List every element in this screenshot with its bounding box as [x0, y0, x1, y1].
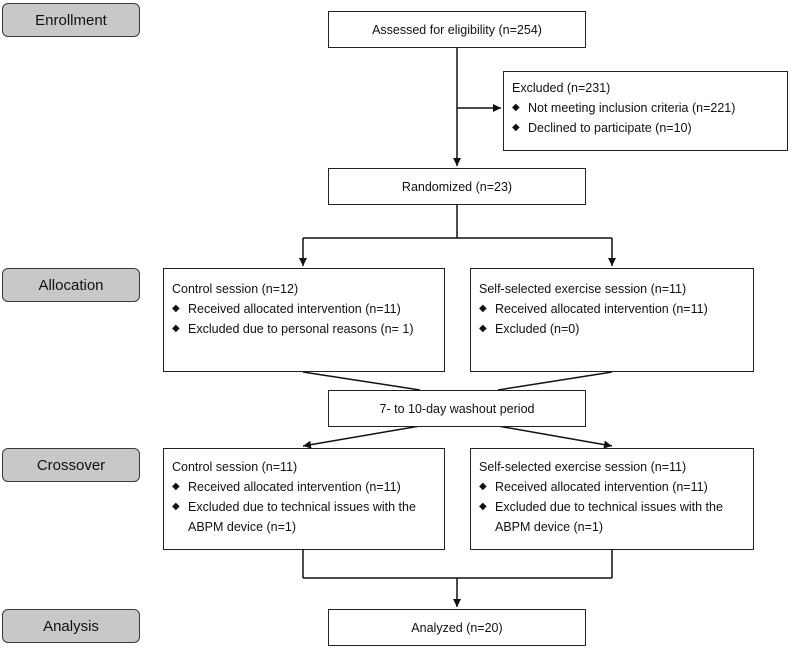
crossover-control-bullet: ◆ Excluded due to technical issues with …	[172, 497, 436, 537]
stage-allocation: Allocation	[2, 268, 140, 302]
excluded-box: Excluded (n=231) ◆ Not meeting inclusion…	[503, 71, 788, 151]
diamond-bullet-icon: ◆	[512, 122, 520, 133]
crossover-control-bullet-text: Received allocated intervention (n=11)	[188, 480, 401, 494]
allocation-exercise-bullet: ◆ Received allocated intervention (n=11)	[479, 299, 745, 319]
crossover-exercise-bullet-text: Excluded due to technical issues with th…	[495, 500, 723, 534]
diamond-bullet-icon: ◆	[479, 501, 487, 512]
analyzed-text: Analyzed (n=20)	[411, 620, 503, 635]
line-exercise-to-washout	[497, 371, 613, 391]
stage-analysis: Analysis	[2, 609, 140, 643]
allocation-control-bullet-text: Excluded due to personal reasons (n= 1)	[188, 322, 414, 336]
stage-crossover: Crossover	[2, 448, 140, 482]
allocation-control-title: Control session (n=12)	[172, 282, 299, 296]
crossover-control-bullet-text: Excluded due to technical issues with th…	[188, 500, 416, 534]
diamond-bullet-icon: ◆	[479, 323, 487, 334]
allocation-control-bullet: ◆ Received allocated intervention (n=11)	[172, 299, 436, 319]
diamond-bullet-icon: ◆	[172, 323, 180, 334]
excluded-bullet-text: Not meeting inclusion criteria (n=221)	[528, 101, 736, 115]
randomized-box: Randomized (n=23)	[328, 168, 586, 205]
arrow-washout-to-exercise-crossover	[497, 425, 613, 449]
allocation-control-box: Control session (n=12) ◆ Received alloca…	[163, 268, 445, 372]
allocation-exercise-bullet: ◆ Excluded (n=0)	[479, 319, 745, 339]
diamond-bullet-icon: ◆	[172, 501, 180, 512]
allocation-exercise-bullet-text: Received allocated intervention (n=11)	[495, 302, 708, 316]
stage-crossover-label: Crossover	[36, 456, 106, 474]
stage-enrollment-label: Enrollment	[35, 11, 107, 29]
washout-text: 7- to 10-day washout period	[379, 401, 535, 416]
diamond-bullet-icon: ◆	[512, 102, 520, 113]
crossover-control-bullet: ◆ Received allocated intervention (n=11)	[172, 477, 436, 497]
allocation-control-bullet: ◆ Excluded due to personal reasons (n= 1…	[172, 319, 436, 339]
crossover-exercise-bullet: ◆ Excluded due to technical issues with …	[479, 497, 745, 537]
allocation-exercise-box: Self-selected exercise session (n=11) ◆ …	[470, 268, 754, 372]
analyzed-box: Analyzed (n=20)	[328, 609, 586, 646]
diamond-bullet-icon: ◆	[172, 481, 180, 492]
crossover-exercise-bullet-text: Received allocated intervention (n=11)	[495, 480, 708, 494]
arrow-washout-to-control-crossover	[302, 425, 421, 449]
excluded-bullet: ◆ Declined to participate (n=10)	[512, 118, 779, 138]
stage-enrollment: Enrollment	[2, 3, 140, 37]
stage-analysis-label: Analysis	[43, 617, 99, 635]
excluded-bullet-text: Declined to participate (n=10)	[528, 121, 692, 135]
allocation-exercise-bullet-text: Excluded (n=0)	[495, 322, 580, 336]
crossover-exercise-bullet: ◆ Received allocated intervention (n=11)	[479, 477, 745, 497]
diamond-bullet-icon: ◆	[479, 303, 487, 314]
crossover-control-box: Control session (n=11) ◆ Received alloca…	[163, 448, 445, 550]
assessed-box: Assessed for eligibility (n=254)	[328, 11, 586, 48]
stage-allocation-label: Allocation	[38, 276, 104, 294]
line-control-to-washout	[302, 371, 421, 391]
allocation-exercise-title: Self-selected exercise session (n=11)	[479, 282, 687, 296]
allocation-control-bullet-text: Received allocated intervention (n=11)	[188, 302, 401, 316]
excluded-title: Excluded (n=231)	[512, 81, 611, 95]
assessed-text: Assessed for eligibility (n=254)	[372, 22, 542, 37]
randomized-text: Randomized (n=23)	[401, 179, 513, 194]
crossover-exercise-box: Self-selected exercise session (n=11) ◆ …	[470, 448, 754, 550]
excluded-bullet: ◆ Not meeting inclusion criteria (n=221)	[512, 98, 779, 118]
diamond-bullet-icon: ◆	[172, 303, 180, 314]
crossover-control-title: Control session (n=11)	[172, 460, 298, 474]
crossover-exercise-title: Self-selected exercise session (n=11)	[479, 460, 687, 474]
diamond-bullet-icon: ◆	[479, 481, 487, 492]
washout-box: 7- to 10-day washout period	[328, 390, 586, 427]
